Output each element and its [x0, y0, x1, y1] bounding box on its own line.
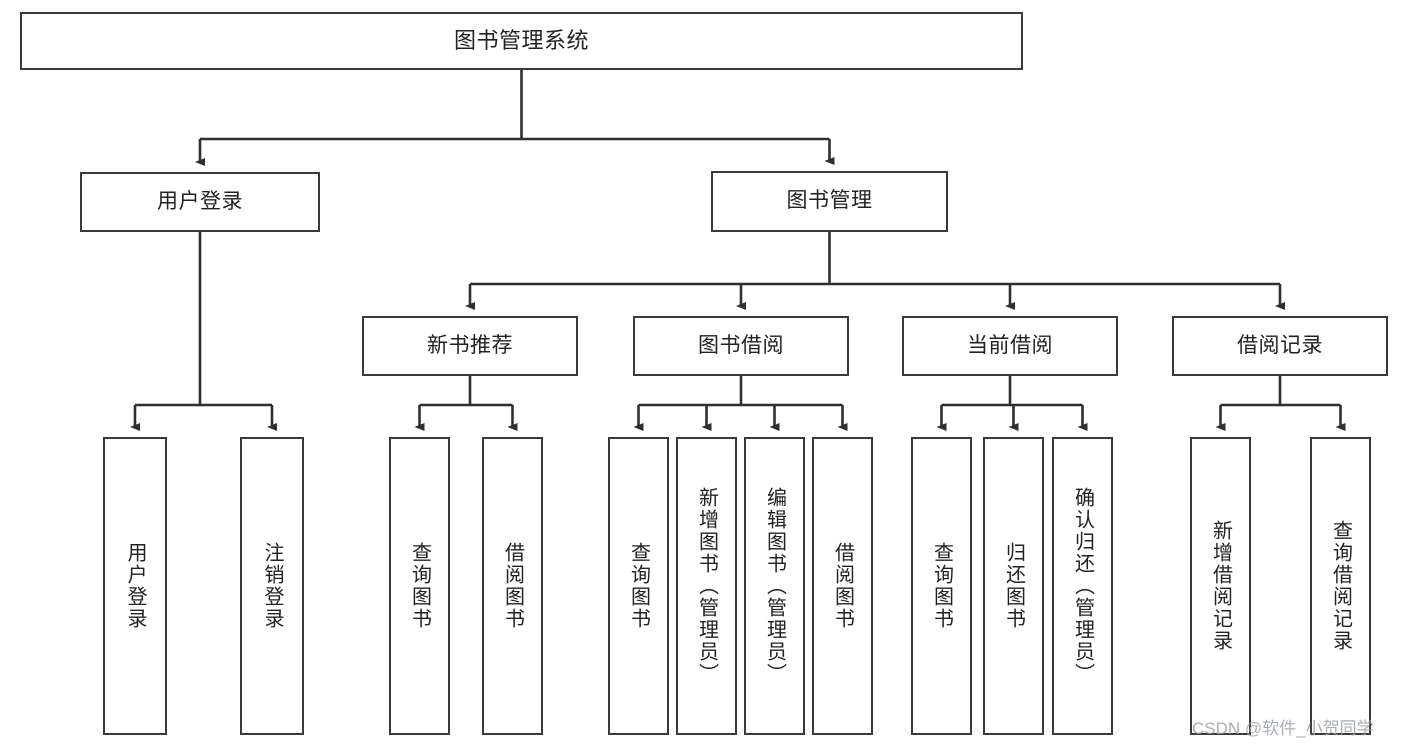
leaf-return-book[interactable]: 归还图书	[983, 437, 1044, 735]
leaf-confirm-return[interactable]: 确认归还（管理员）	[1052, 437, 1113, 735]
node-root[interactable]: 图书管理系统	[20, 12, 1023, 70]
leaf-borrow-book-1-label: 借阅图书	[501, 542, 524, 630]
leaf-edit-book[interactable]: 编辑图书（管理员）	[744, 437, 805, 735]
node-book-management-label: 图书管理	[786, 189, 873, 213]
node-new-book-recommend[interactable]: 新书推荐	[362, 316, 578, 376]
node-borrow-record[interactable]: 借阅记录	[1172, 316, 1388, 376]
leaf-logout[interactable]: 注销登录	[240, 437, 304, 735]
leaf-add-book-label: 新增图书（管理员）	[695, 487, 718, 685]
leaf-query-book-2-label: 查询图书	[627, 542, 650, 630]
node-new-book-recommend-label: 新书推荐	[427, 333, 513, 357]
node-borrow-record-label: 借阅记录	[1237, 333, 1323, 357]
node-current-borrow[interactable]: 当前借阅	[902, 316, 1118, 376]
node-root-label: 图书管理系统	[453, 28, 589, 54]
leaf-query-book-1-label: 查询图书	[408, 542, 431, 630]
leaf-add-borrow-record[interactable]: 新增借阅记录	[1190, 437, 1251, 735]
leaf-borrow-book-2[interactable]: 借阅图书	[812, 437, 873, 735]
leaf-return-book-label: 归还图书	[1002, 542, 1025, 630]
leaf-query-book-1[interactable]: 查询图书	[389, 437, 450, 735]
leaf-query-borrow-record-label: 查询借阅记录	[1329, 520, 1352, 652]
leaf-query-book-3-label: 查询图书	[930, 542, 953, 630]
leaf-query-book-2[interactable]: 查询图书	[608, 437, 669, 735]
node-book-management[interactable]: 图书管理	[711, 171, 948, 232]
leaf-confirm-return-label: 确认归还（管理员）	[1071, 487, 1094, 685]
watermark: CSDN @软件_小贺同学	[1192, 719, 1374, 738]
leaf-logout-label: 注销登录	[261, 542, 283, 630]
node-book-borrow-label: 图书借阅	[698, 333, 784, 357]
leaf-add-book[interactable]: 新增图书（管理员）	[676, 437, 737, 735]
node-user-login[interactable]: 用户登录	[80, 172, 320, 232]
node-book-borrow[interactable]: 图书借阅	[633, 316, 849, 376]
node-current-borrow-label: 当前借阅	[967, 333, 1053, 357]
leaf-add-borrow-record-label: 新增借阅记录	[1209, 520, 1232, 652]
leaf-borrow-book-1[interactable]: 借阅图书	[482, 437, 543, 735]
leaf-user-login-label: 用户登录	[124, 542, 146, 630]
leaf-borrow-book-2-label: 借阅图书	[831, 542, 854, 630]
leaf-query-book-3[interactable]: 查询图书	[911, 437, 972, 735]
leaf-edit-book-label: 编辑图书（管理员）	[763, 487, 786, 685]
leaf-query-borrow-record[interactable]: 查询借阅记录	[1310, 437, 1371, 735]
node-user-login-label: 用户登录	[157, 189, 243, 213]
leaf-user-login[interactable]: 用户登录	[103, 437, 167, 735]
